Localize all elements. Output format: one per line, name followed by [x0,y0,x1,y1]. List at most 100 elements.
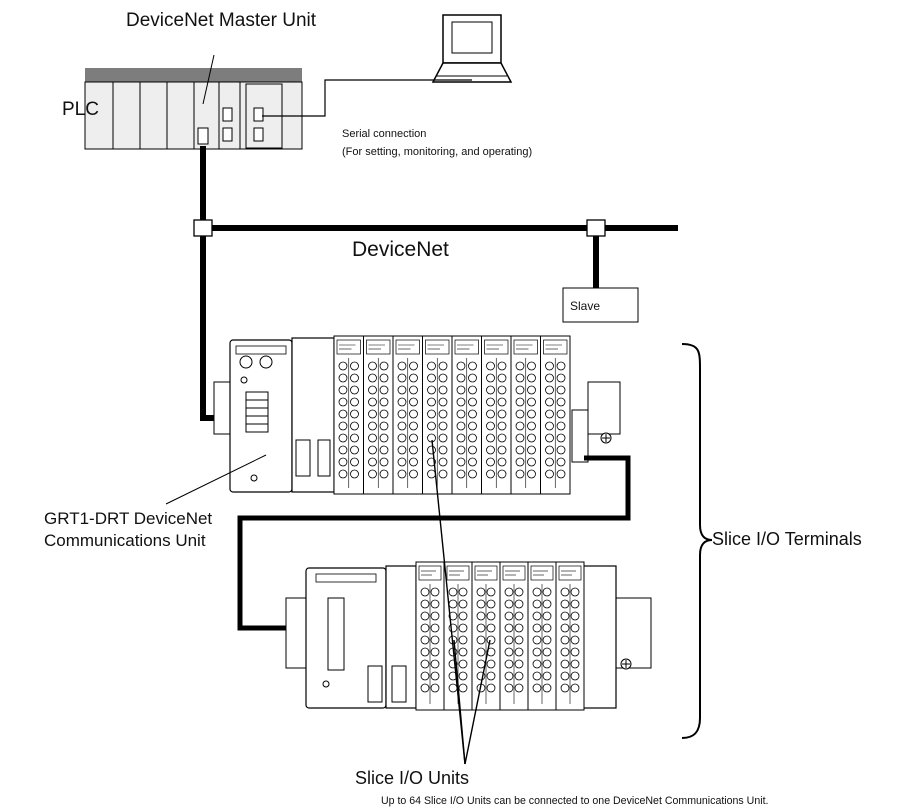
terminal-hole [556,397,566,407]
terminal-hole [427,469,436,479]
terminal-hole [397,469,407,479]
terminal-hole [486,671,496,681]
terminal-hole [515,361,525,371]
terminal-hole [497,397,507,407]
terminal-hole [514,611,524,621]
terminal-hole [556,445,566,455]
terminal-hole [514,683,524,693]
terminal-hole [486,623,496,633]
slice-io-unit-header [366,339,391,355]
terminal-hole [430,647,440,657]
terminal-hole [420,659,430,669]
terminal-hole [409,373,418,383]
terminal-hole [468,457,477,467]
terminal-hole [420,587,430,597]
plc-rack [84,54,303,150]
terminal-hole [430,611,440,621]
terminal-hole [427,385,436,395]
terminal-hole [532,647,542,657]
terminal-hole [486,373,495,383]
terminal-hole [468,385,477,395]
terminal-hole [350,421,359,431]
terminal-hole [514,623,524,633]
devicenet-connector [245,391,269,433]
terminal-hole [486,433,495,443]
terminal-hole [486,457,495,467]
terminal-hole [420,671,430,681]
terminal-hole [438,433,448,443]
terminal-hole [545,373,554,383]
terminal-hole [379,421,389,431]
terminal-hole [338,469,348,479]
slice-io-unit-header [395,339,420,355]
terminal-hole [438,361,448,371]
plc-connector [222,127,233,142]
terminal-hole [430,671,440,681]
terminal-hole [350,385,359,395]
terminal-hole [527,469,536,479]
terminal-hole [527,457,536,467]
slice-io-unit [392,335,423,495]
terminal-hole [527,373,536,383]
terminal-hole [514,671,524,681]
terminal-hole [527,421,536,431]
computer-icon [431,14,513,83]
terminal-hole [486,421,495,431]
terminal-hole [456,445,466,455]
terminal-hole [397,421,407,431]
terminal-hole [560,635,570,645]
devicenet-label: DeviceNet [352,238,449,261]
terminal-hole [497,373,507,383]
slice-io-terminal-bottom [285,561,652,711]
terminal-hole [430,587,440,597]
terminal-hole [504,683,514,693]
terminal-hole [430,659,440,669]
t-branch-tap [193,219,213,237]
terminal-hole [338,445,348,455]
terminal-hole [545,409,554,419]
terminal-hole [338,433,348,443]
terminal-hole [397,361,407,371]
terminal-hole [350,445,359,455]
expansion-cable [237,455,631,631]
slave-label: Slave [570,299,601,313]
terminal-hole [409,397,418,407]
terminal-hole [350,409,359,419]
terminal-hole [532,635,542,645]
terminal-hole [368,385,377,395]
terminal-hole [420,611,430,621]
serial-cable [262,79,472,117]
terminal-hole [379,469,389,479]
terminal-hole [497,361,507,371]
terminal-hole [456,457,466,467]
terminal-hole [448,611,458,621]
terminal-hole [514,647,524,657]
mounting-screw [322,680,330,688]
terminal-hole [486,469,495,479]
terminal-hole [570,635,580,645]
terminal-hole [456,469,466,479]
terminal-hole [476,587,486,597]
terminal-hole [556,433,566,443]
terminal-hole [497,421,507,431]
terminal-hole [458,683,468,693]
terminal-hole [497,385,507,395]
terminal-hole [350,469,359,479]
terminal-hole [338,457,348,467]
terminal-hole [556,409,566,419]
terminal-hole [545,385,554,395]
terminal-hole [560,623,570,633]
terminal-hole [532,671,542,681]
terminal-hole [420,683,430,693]
terminal-hole [556,421,566,431]
terminal-hole [430,683,440,693]
slice-io-unit-header [474,565,498,581]
comm-unit-label-line2: Communications Unit [44,531,206,550]
terminal-hole [560,671,570,681]
master-unit-leader [202,54,215,105]
terminal-hole [542,587,552,597]
terminal-hole [515,373,525,383]
terminal-hole [486,683,496,693]
slice-io-unit [481,335,512,495]
terminal-hole [486,445,495,455]
